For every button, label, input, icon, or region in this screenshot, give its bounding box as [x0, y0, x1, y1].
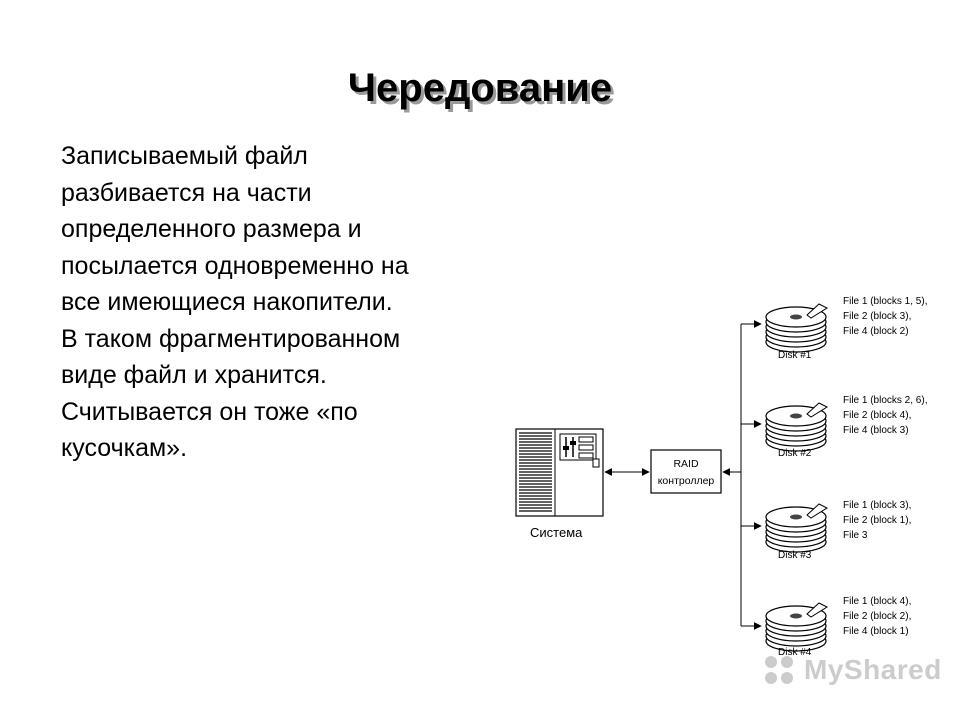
raid-diagram: Система RAID контроллер Disk #1 File 1 (…	[505, 282, 945, 667]
disk-4-file-line: File 2 (block 2),	[843, 611, 911, 622]
myshared-logo-icon	[765, 656, 793, 684]
watermark-text: MyShared	[804, 654, 942, 685]
body-line: все имеющиеся накопители.	[61, 288, 393, 316]
disk-4-icon	[765, 602, 828, 652]
watermark: MyShared	[762, 653, 942, 687]
controller-label-line2: контроллер	[658, 475, 715, 487]
raid-controller-box	[650, 449, 722, 494]
disk-2-file-line: File 4 (block 3)	[843, 425, 909, 436]
disk-2-file-line: File 1 (blocks 2, 6),	[843, 395, 927, 406]
disk-2-icon	[765, 402, 828, 452]
disk-3-file-line: File 2 (block 1),	[843, 515, 911, 526]
disk-3-file-line: File 1 (block 3),	[843, 500, 911, 511]
disk-3-label: Disk #3	[778, 550, 812, 561]
slide-title: Чередование	[347, 66, 613, 110]
disk-1-file-line: File 4 (block 2)	[843, 326, 909, 337]
body-line: разбивается на части	[61, 178, 312, 207]
body-line: Записываемый файл	[61, 142, 308, 170]
disk-2-label: Disk #2	[778, 448, 812, 459]
disk-4-file-line: File 1 (block 4),	[843, 596, 911, 607]
body-paragraph: Записываемый файл разбивается на части о…	[61, 138, 531, 467]
body-line: виде файл и хранится.	[61, 361, 327, 389]
disk-4-file-line: File 4 (block 1)	[843, 626, 909, 637]
controller-label-line1: RAID	[673, 458, 699, 470]
body-line: кусочкам».	[61, 434, 188, 462]
system-computer-icon	[515, 428, 604, 517]
body-line: В таком фрагментированном	[61, 324, 401, 353]
body-line: Считывается он тоже «по	[61, 397, 358, 426]
body-line: посылается одновременно на	[61, 251, 409, 280]
disk-1-label: Disk #1	[778, 350, 812, 361]
body-line: определенного размера и	[61, 215, 362, 243]
disk-2-file-line: File 2 (block 4),	[843, 410, 911, 421]
system-label: Система	[530, 525, 583, 540]
disk-4-label: Disk #4	[778, 647, 812, 658]
disk-3-icon	[765, 503, 828, 553]
disk-1-icon	[765, 303, 828, 353]
disk-1-file-line: File 1 (blocks 1, 5),	[843, 296, 927, 307]
disk-1-file-line: File 2 (block 3),	[843, 311, 911, 322]
disk-3-file-line: File 3	[843, 530, 868, 541]
